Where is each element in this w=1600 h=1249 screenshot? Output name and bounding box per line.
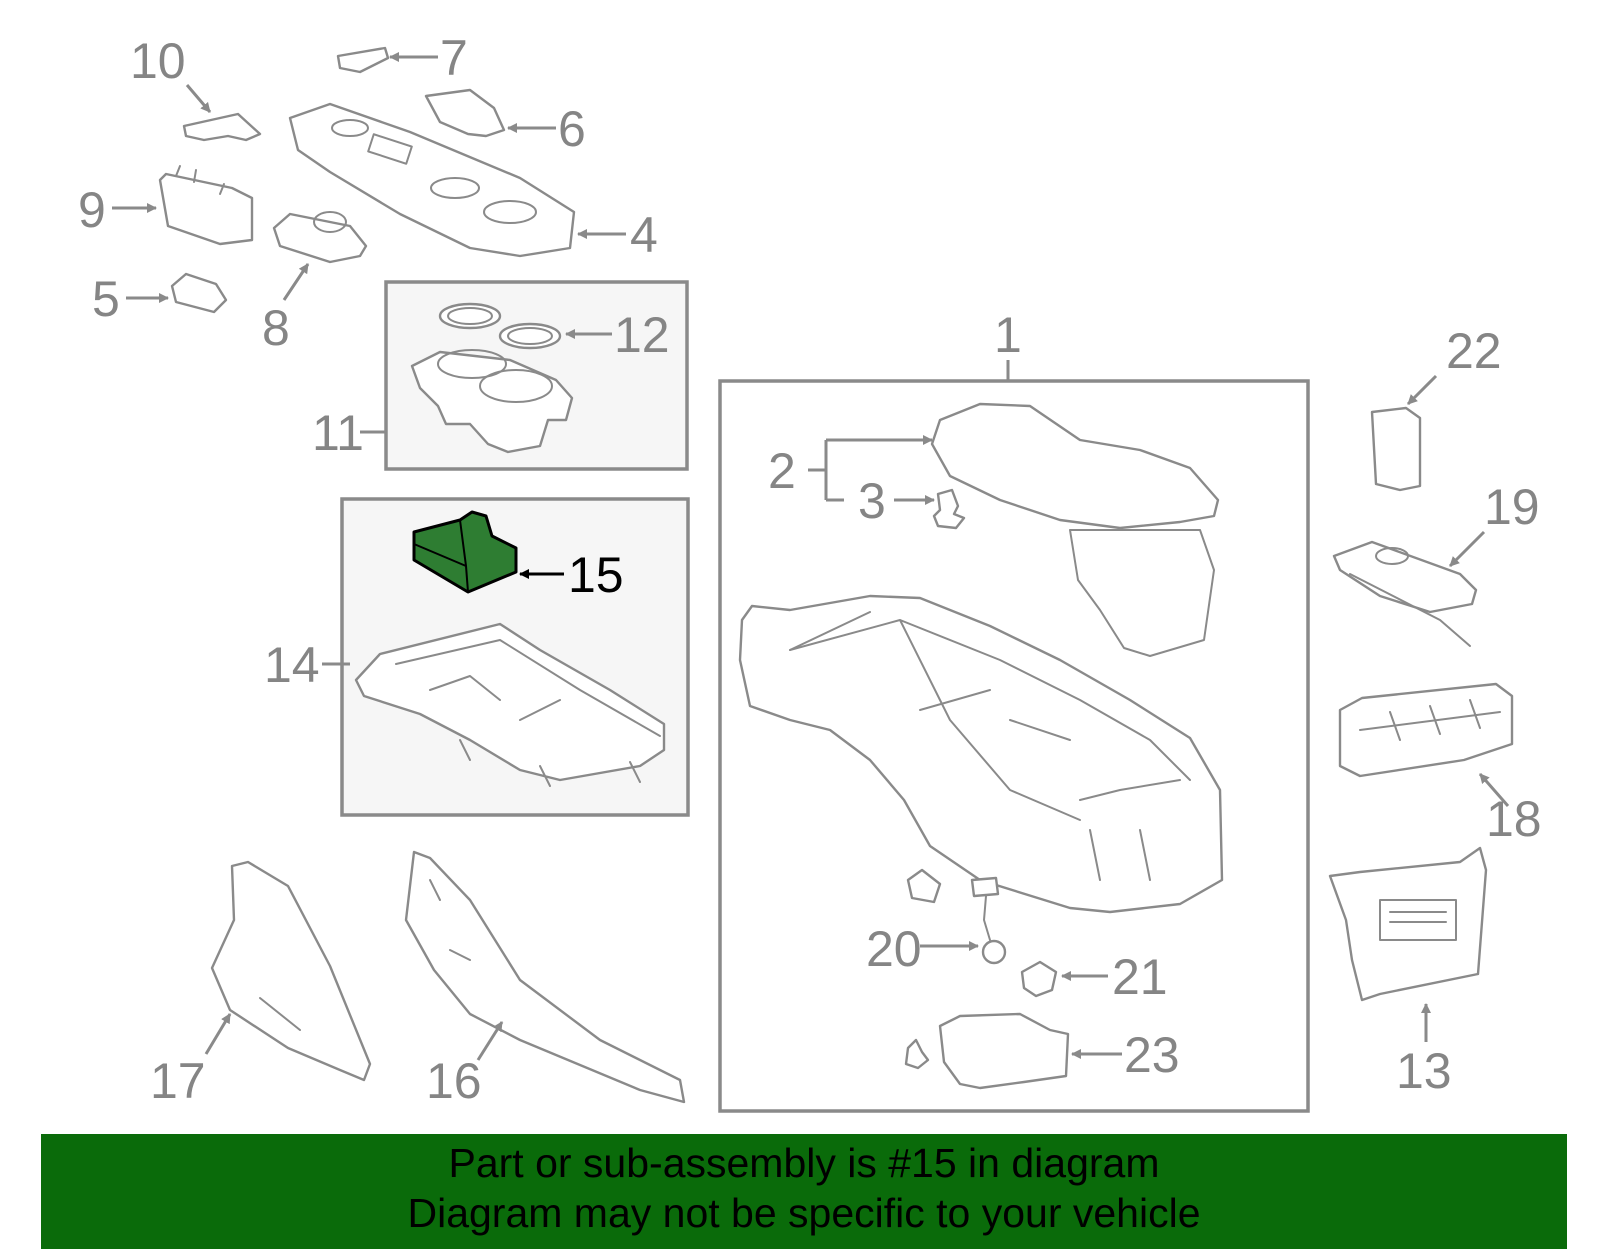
part-21[interactable] bbox=[1020, 960, 1058, 998]
info-banner: Part or sub-assembly is #15 in diagram D… bbox=[41, 1134, 1567, 1249]
callout-12: 12 bbox=[614, 307, 670, 363]
part-19[interactable] bbox=[1332, 540, 1478, 647]
callout-18: 18 bbox=[1486, 791, 1542, 847]
part-20[interactable] bbox=[970, 876, 1007, 965]
callout-5: 5 bbox=[92, 271, 120, 327]
callout-22: 22 bbox=[1446, 323, 1502, 379]
callout-8: 8 bbox=[262, 300, 290, 356]
part-6[interactable] bbox=[424, 88, 506, 138]
callout-19: 19 bbox=[1484, 479, 1540, 535]
callout-4: 4 bbox=[630, 207, 658, 263]
part-11[interactable] bbox=[410, 349, 574, 454]
callout-20: 20 bbox=[866, 921, 922, 977]
callout-9: 9 bbox=[78, 182, 106, 238]
callout-3: 3 bbox=[858, 473, 886, 529]
callout-10: 10 bbox=[130, 33, 186, 89]
part-15-highlighted[interactable] bbox=[412, 510, 518, 594]
callout-23: 23 bbox=[1124, 1027, 1180, 1083]
callout-21: 21 bbox=[1112, 949, 1168, 1005]
part-7[interactable] bbox=[336, 46, 390, 74]
callout-6: 6 bbox=[558, 101, 586, 157]
part-5[interactable] bbox=[170, 272, 228, 314]
callout-15: 15 bbox=[568, 547, 624, 603]
part-10[interactable] bbox=[182, 112, 262, 142]
part-2[interactable] bbox=[930, 402, 1220, 530]
part-9[interactable] bbox=[158, 165, 254, 246]
part-18[interactable] bbox=[1338, 682, 1514, 778]
part-13[interactable] bbox=[1328, 846, 1488, 1002]
part-23[interactable] bbox=[904, 1012, 1070, 1090]
part-22[interactable] bbox=[1370, 406, 1422, 492]
part-3[interactable] bbox=[932, 488, 966, 530]
part-1-console-body[interactable] bbox=[738, 529, 1224, 914]
callout-1: 1 bbox=[994, 307, 1022, 363]
part-16[interactable] bbox=[404, 850, 686, 1104]
part-14[interactable] bbox=[354, 622, 666, 787]
banner-line-1: Part or sub-assembly is #15 in diagram bbox=[448, 1140, 1160, 1186]
callout-11: 11 bbox=[312, 405, 364, 461]
part-12[interactable] bbox=[438, 302, 562, 350]
part-17[interactable] bbox=[210, 860, 372, 1082]
part-small-clip[interactable] bbox=[906, 868, 942, 904]
callout-14: 14 bbox=[264, 637, 320, 693]
banner-line-2: Diagram may not be specific to your vehi… bbox=[407, 1190, 1201, 1236]
part-4[interactable] bbox=[288, 102, 576, 258]
part-8[interactable] bbox=[272, 211, 368, 264]
callout-7: 7 bbox=[440, 30, 468, 86]
callout-13: 13 bbox=[1396, 1043, 1452, 1099]
callout-16: 16 bbox=[426, 1053, 482, 1109]
callout-17: 17 bbox=[150, 1053, 206, 1109]
callout-2: 2 bbox=[768, 443, 796, 499]
